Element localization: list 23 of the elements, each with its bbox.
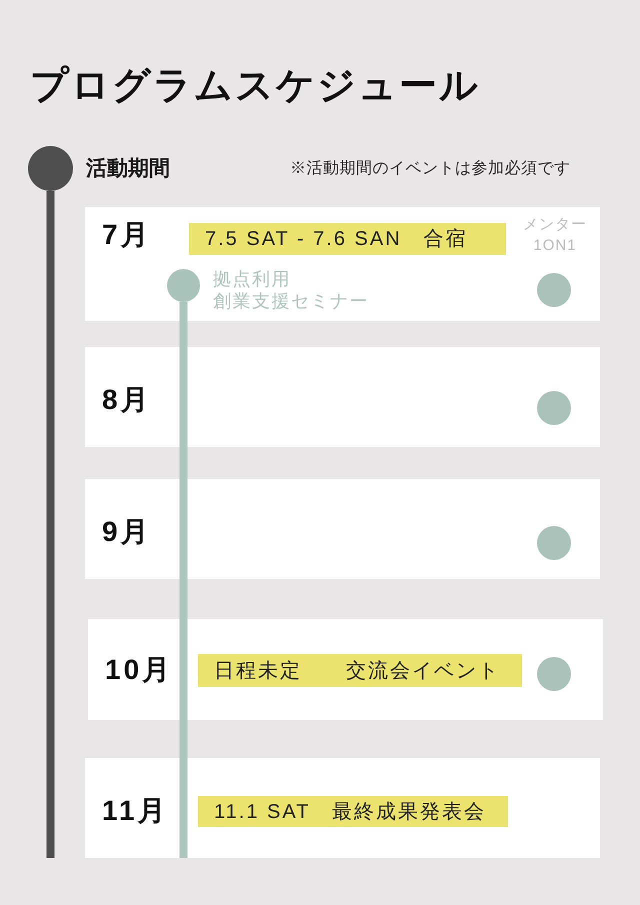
event-banner: 日程未定 交流会イベント <box>198 654 522 687</box>
timeline-line <box>180 302 188 858</box>
note-text: ※活動期間のイベントは参加必須です <box>290 158 570 179</box>
month-label: 9月 <box>102 518 152 546</box>
timeline-node <box>28 146 73 191</box>
event-note: 拠点利用 <box>213 268 291 290</box>
month-label: 8月 <box>102 386 152 414</box>
month-card <box>85 347 600 447</box>
timeline-line <box>46 191 54 858</box>
month-label: 11月 <box>102 797 169 825</box>
month-card <box>85 207 600 321</box>
event-note: 創業支援セミナー <box>213 290 369 312</box>
event-banner: 7.5 SAT - 7.6 SAN 合宿 <box>189 223 506 255</box>
month-label: 10月 <box>105 656 174 684</box>
event-banner: 11.1 SAT 最終成果発表会 <box>198 796 508 827</box>
mentor-label: メンター 1ON1 <box>522 215 588 256</box>
month-card <box>88 619 603 720</box>
month-card <box>85 479 600 579</box>
month-label: 7月 <box>102 221 152 249</box>
page-title: プログラムスケジュール <box>30 64 480 108</box>
section-heading: 活動期間 <box>86 157 170 181</box>
timeline-node <box>167 269 200 302</box>
month-card <box>85 758 600 858</box>
